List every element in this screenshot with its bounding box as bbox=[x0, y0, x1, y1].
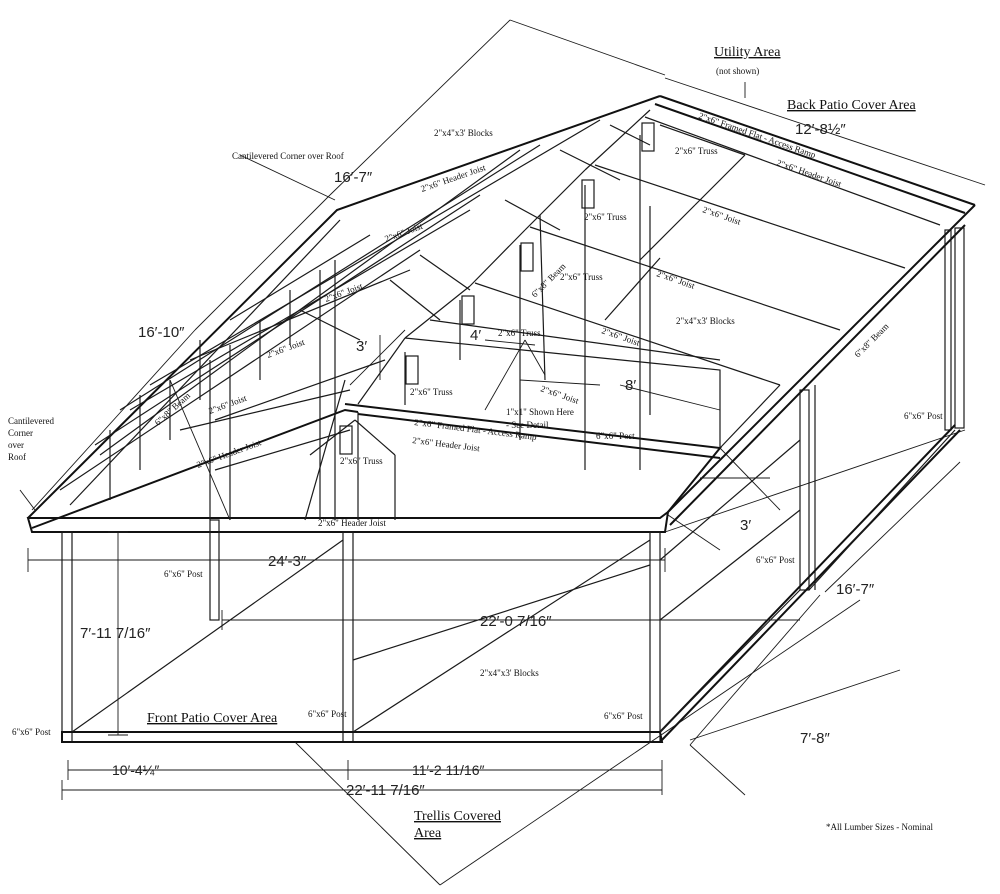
trellis-title-1: Trellis Covered bbox=[414, 809, 501, 824]
dim-16-10: 16′-10″ bbox=[138, 324, 185, 341]
label-header-joist-lower-left: 2"x6" Header Joist bbox=[195, 437, 263, 470]
cantilever-note-top: Cantilevered Corner over Roof bbox=[232, 151, 344, 161]
roof-frame bbox=[26, 95, 976, 533]
cantilever-note-left-2: Corner bbox=[8, 428, 33, 438]
front-eave-header bbox=[26, 509, 670, 533]
flat-frame bbox=[404, 337, 721, 448]
left-header-upper bbox=[27, 95, 661, 519]
dim-22-0: 22′-0 7/16″ bbox=[480, 613, 552, 630]
label-post-3: 6"x6" Post bbox=[756, 555, 795, 565]
dim-16-7-right: 16′-7″ bbox=[836, 581, 875, 598]
label-joist-r1: 2"x6" Joist bbox=[701, 204, 742, 227]
label-post-2: 6"x6" Post bbox=[596, 431, 635, 441]
dim-24-3: 24′-3″ bbox=[268, 553, 307, 570]
label-post-4: 6"x6" Post bbox=[164, 569, 203, 579]
left-gable-structure bbox=[59, 119, 651, 521]
label-post-7: 6"x6" Post bbox=[12, 727, 51, 737]
front-patio-title: Front Patio Cover Area bbox=[147, 711, 278, 726]
lumber-note: *All Lumber Sizes - Nominal bbox=[826, 822, 933, 832]
dim-7-8: 7′-8″ bbox=[800, 730, 830, 747]
label-joist-r4: 2"x6" Joist bbox=[539, 383, 580, 406]
detail-note-2: - See Detail bbox=[506, 420, 549, 430]
label-post-5: 6"x6" Post bbox=[308, 709, 347, 719]
label-truss-6: 2"x6" Truss bbox=[340, 456, 383, 466]
dim-22-11: 22′-11 7/16″ bbox=[346, 782, 425, 799]
front-ramp-header-2 bbox=[357, 413, 721, 459]
label-joist-l4: 2"x6" Joist bbox=[207, 393, 248, 416]
dim-8: 8′ bbox=[625, 377, 636, 394]
back-header-2 bbox=[654, 103, 966, 214]
right-beam bbox=[667, 204, 976, 513]
label-truss-5: 2"x6" Truss bbox=[410, 387, 453, 397]
label-header-joist-bottom: 2"x6" Header Joist bbox=[318, 518, 386, 528]
label-joist-l3: 2"x6" Joist bbox=[265, 337, 306, 360]
right-beam-2 bbox=[669, 224, 966, 526]
label-blocks-top: 2"x4"x3' Blocks bbox=[434, 128, 493, 138]
member-labels: 2"x4"x3' Blocks 2"x4"x3' Blocks 2"x4"x3'… bbox=[12, 110, 943, 737]
label-truss-3: 2"x6" Truss bbox=[560, 272, 603, 282]
dim-4: 4′ bbox=[470, 327, 481, 344]
label-joist-r2: 2"x6" Joist bbox=[655, 268, 696, 291]
dim-3-right: 3′ bbox=[740, 517, 751, 534]
utility-area-title: Utility Area bbox=[714, 45, 781, 60]
cantilever-note-left-1: Cantilevered bbox=[8, 416, 54, 426]
label-truss-2: 2"x6" Truss bbox=[584, 212, 627, 222]
dim-3-left: 3′ bbox=[356, 338, 367, 355]
label-post-1: 6"x6" Post bbox=[904, 411, 943, 421]
dim-12-8: 12′-8½″ bbox=[795, 121, 846, 138]
dimension-lines bbox=[19, 19, 986, 886]
dim-10-4: 10′-4¼″ bbox=[112, 762, 159, 778]
label-beam-right: 6"x8" Beam bbox=[852, 321, 890, 359]
left-header-lower bbox=[31, 408, 359, 529]
dim-7-11: 7′-11 7/16″ bbox=[80, 625, 151, 642]
dim-11-2: 11′-2 11/16″ bbox=[412, 762, 484, 778]
label-truss-4: 2"x6" Truss bbox=[498, 328, 541, 338]
label-header-joist-front-ramp: 2"x6" Header Joist bbox=[412, 435, 481, 453]
area-titles: Utility Area (not shown) Back Patio Cove… bbox=[147, 45, 916, 841]
label-blocks-mid: 2"x4"x3' Blocks bbox=[676, 316, 735, 326]
label-blocks-low: 2"x4"x3' Blocks bbox=[480, 668, 539, 678]
dim-16-7-top: 16′-7″ bbox=[334, 169, 373, 186]
cantilever-note-left-3: over bbox=[8, 440, 24, 450]
label-header-joist-back: 2"x6" Header Joist bbox=[775, 157, 843, 189]
label-post-6: 6"x6" Post bbox=[604, 711, 643, 721]
post-blocks bbox=[339, 122, 655, 455]
notes: Cantilevered Corner over Roof Cantilever… bbox=[8, 151, 933, 832]
back-patio-title: Back Patio Cover Area bbox=[787, 98, 916, 113]
trellis-title-2: Area bbox=[414, 826, 442, 841]
back-header bbox=[659, 95, 976, 206]
label-truss-1: 2"x6" Truss bbox=[675, 146, 718, 156]
cantilever-note-left-4: Roof bbox=[8, 452, 26, 462]
dimension-labels: 12′-8½″ 16′-7″ 16′-10″ 24′-3″ 22′-0 7/16… bbox=[80, 121, 875, 799]
posts bbox=[61, 227, 965, 743]
utility-area-note: (not shown) bbox=[716, 66, 759, 76]
front-base-beam bbox=[61, 731, 664, 743]
detail-note-1: 1"x1" Shown Here bbox=[506, 407, 574, 417]
